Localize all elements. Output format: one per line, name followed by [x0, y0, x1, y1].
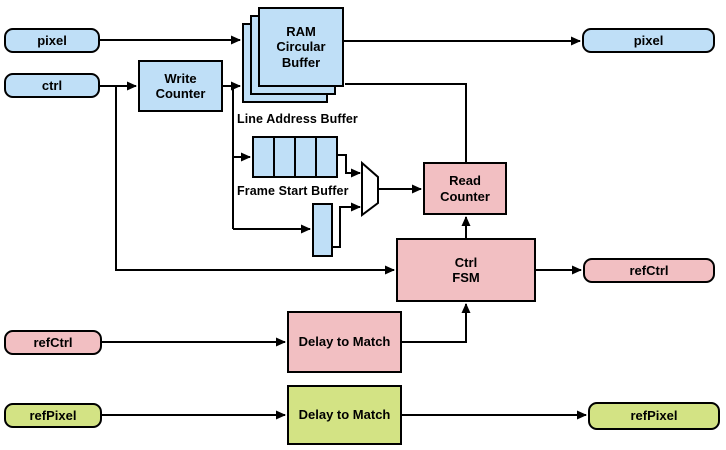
- write-counter-label-line2: Counter: [155, 86, 206, 101]
- fifo-cell: [254, 138, 273, 176]
- delay-to-match-pixel-block: Delay to Match: [287, 385, 402, 445]
- read-counter-block: Read Counter: [423, 162, 507, 215]
- frame-start-buffer-label: Frame Start Buffer: [237, 184, 349, 198]
- pixel-output-label: pixel: [633, 32, 664, 48]
- ram-circular-buffer-block: RAM Circular Buffer: [258, 7, 344, 87]
- pixel-input-label: pixel: [37, 32, 67, 48]
- ctrl-input-port: ctrl: [4, 73, 100, 98]
- refpixel-output-label: refPixel: [630, 408, 678, 424]
- delay-to-match-ctrl-block: Delay to Match: [287, 311, 402, 373]
- refpixel-input-label: refPixel: [29, 407, 77, 423]
- delay-pixel-label: Delay to Match: [298, 407, 391, 423]
- wire-frame-start-buffer-to-mux: [333, 202, 361, 248]
- ctrl-fsm-label-line2: FSM: [452, 270, 480, 285]
- line-address-buffer-fifo: [252, 136, 338, 178]
- ctrl-input-label: ctrl: [41, 77, 63, 93]
- refpixel-input-port: refPixel: [4, 403, 102, 428]
- line-address-buffer-label: Line Address Buffer: [237, 112, 358, 126]
- read-counter-label-line2: Counter: [440, 188, 490, 204]
- write-counter-block: Write Counter: [138, 60, 223, 112]
- fifo-cell: [315, 138, 336, 176]
- refctrl-input-port: refCtrl: [4, 330, 102, 355]
- ctrl-fsm-block: Ctrl FSM: [396, 238, 536, 302]
- delay-ctrl-label: Delay to Match: [298, 334, 391, 350]
- read-counter-label-line1: Read: [449, 173, 481, 189]
- pixel-output-port: pixel: [582, 28, 715, 53]
- wire-read-counter-to-ram: [345, 83, 467, 162]
- wire-line-address-buffer-to-mux: [338, 154, 361, 178]
- fifo-cell: [294, 138, 315, 176]
- fifo-cell: [273, 138, 294, 176]
- refctrl-input-label: refCtrl: [33, 334, 73, 350]
- refpixel-output-port: refPixel: [588, 402, 720, 430]
- pixel-input-port: pixel: [4, 28, 100, 53]
- refctrl-output-label: refCtrl: [629, 262, 669, 278]
- ram-label-line2: Circular: [276, 39, 326, 55]
- ram-label-line1: RAM: [286, 24, 316, 39]
- ctrl-fsm-label-line1: Ctrl: [454, 254, 478, 270]
- wire-ctrl-to-ctrl-fsm: [115, 86, 395, 275]
- mux-shape: [361, 160, 379, 217]
- refctrl-output-port: refCtrl: [583, 258, 715, 283]
- write-counter-label-line1: Write: [164, 70, 197, 86]
- wire-delay-to-ctrl-fsm: [402, 303, 471, 343]
- ram-label-line3: Buffer: [281, 54, 321, 70]
- frame-start-buffer-cell: [312, 203, 333, 257]
